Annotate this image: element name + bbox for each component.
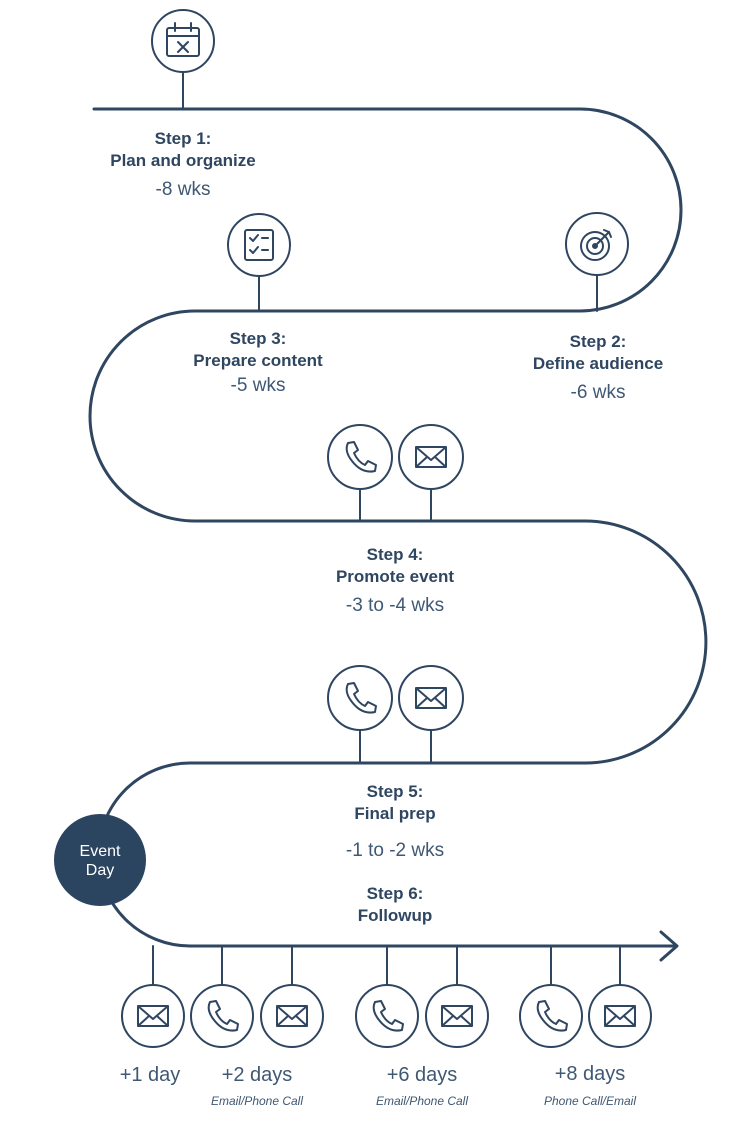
- step-2-title: Step 2:: [569, 332, 627, 351]
- step-3-label: Step 3: Prepare content -5 wks: [158, 328, 358, 398]
- step-2-label: Step 2: Define audience -6 wks: [498, 331, 698, 405]
- step-3-title: Step 3:: [229, 329, 287, 348]
- event-day-line1: Event: [79, 843, 121, 860]
- followup-2-time: +2 days: [221, 1064, 293, 1086]
- target-icon: [580, 229, 612, 261]
- email-icon: [137, 1005, 169, 1027]
- event-day-line2: Day: [85, 862, 115, 879]
- followup-3-sub: Email/Phone Call: [375, 1094, 469, 1108]
- step-2-time: -6 wks: [570, 382, 626, 403]
- step-5-name: Final prep: [354, 804, 436, 823]
- email-icon: [415, 687, 447, 709]
- event-day-label: Event Day: [54, 842, 146, 880]
- step-3-time: -5 wks: [230, 375, 286, 396]
- timeline-path: [88, 107, 708, 948]
- email-icon: [276, 1005, 308, 1027]
- phone-icon: [536, 1000, 568, 1032]
- step-5-title: Step 5:: [366, 782, 424, 801]
- step-4-time: -3 to -4 wks: [345, 595, 445, 616]
- step-3-name: Prepare content: [193, 351, 323, 370]
- followup-4-time: +8 days: [554, 1063, 626, 1085]
- step-4-name: Promote event: [335, 567, 455, 586]
- followup-1-time: +1 day: [119, 1064, 181, 1086]
- step-1-title: Step 1:: [154, 129, 212, 148]
- timeline-arrowhead: [659, 930, 679, 962]
- step-1-label: Step 1: Plan and organize -8 wks: [83, 128, 283, 202]
- step-1-name: Plan and organize: [110, 151, 256, 170]
- phone-icon: [207, 1000, 239, 1032]
- email-icon: [604, 1005, 636, 1027]
- email-icon: [415, 446, 447, 468]
- phone-icon: [372, 1000, 404, 1032]
- checklist-icon: [244, 229, 274, 261]
- step-5-label: Step 5: Final prep -1 to -2 wks: [295, 781, 495, 863]
- phone-icon: [345, 441, 377, 473]
- followup-3-time: +6 days: [386, 1064, 458, 1086]
- step-1-time: -8 wks: [155, 179, 211, 200]
- step-5-time: -1 to -2 wks: [345, 840, 445, 861]
- followup-2-sub: Email/Phone Call: [210, 1094, 304, 1108]
- step-6-title: Step 6:: [366, 884, 424, 903]
- step-4-label: Step 4: Promote event -3 to -4 wks: [295, 544, 495, 618]
- phone-icon: [345, 682, 377, 714]
- email-icon: [441, 1005, 473, 1027]
- step-4-title: Step 4:: [366, 545, 424, 564]
- calendar-icon: [166, 22, 200, 57]
- event-day-circle: [54, 814, 146, 906]
- step-6-name: Followup: [357, 906, 433, 925]
- step-6-label: Step 6: Followup: [295, 883, 495, 927]
- followup-4-sub: Phone Call/Email: [543, 1094, 637, 1108]
- step-2-name: Define audience: [532, 354, 664, 373]
